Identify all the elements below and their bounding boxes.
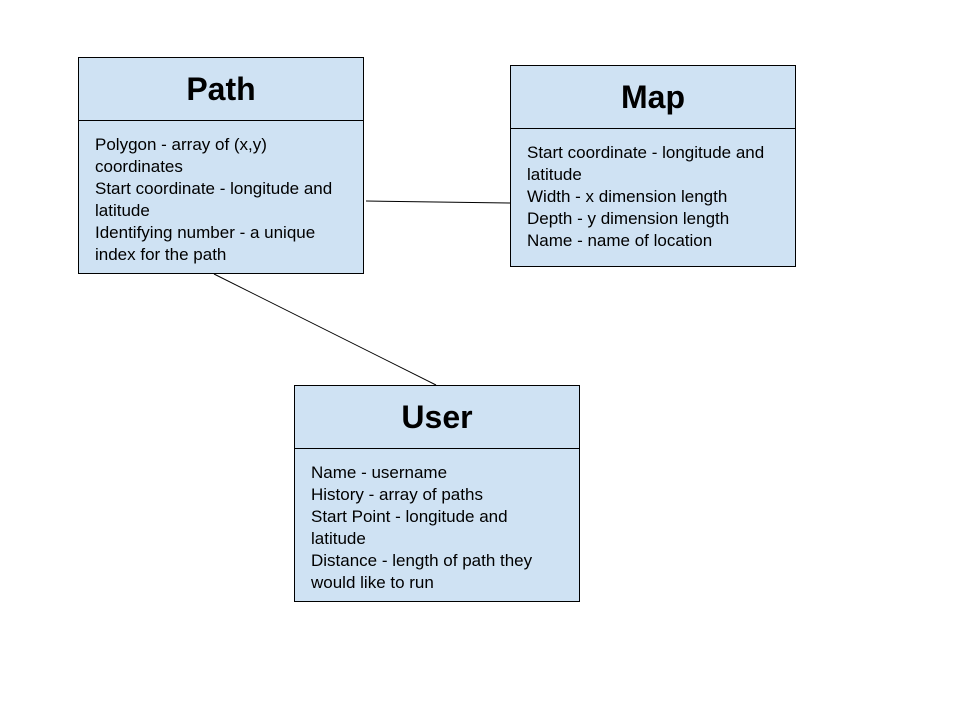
map-attribute: Name - name of location (527, 231, 713, 250)
path-entity-title: Path (79, 58, 363, 121)
user-entity-attributes: Name - username History - array of paths… (295, 449, 579, 594)
map-attribute: Depth - y dimension length (527, 209, 730, 228)
user-attribute: History - array of paths (311, 485, 483, 504)
path-attribute: Identifying number - a unique index for … (95, 223, 316, 264)
path-attribute: Polygon - array of (x,y) coordinates (95, 135, 267, 176)
map-attribute: Width - x dimension length (527, 187, 728, 206)
map-entity-title: Map (511, 66, 795, 129)
path-user-connector (213, 273, 437, 386)
path-attribute: Start coordinate - longitude and latitud… (95, 179, 333, 220)
map-attribute: Start coordinate - longitude and latitud… (527, 143, 765, 184)
path-map-connector (365, 200, 511, 204)
path-entity-box: Path Polygon - array of (x,y) coordinate… (78, 57, 364, 274)
map-entity-attributes: Start coordinate - longitude and latitud… (511, 129, 795, 252)
user-attribute: Distance - length of path they would lik… (311, 551, 533, 592)
user-entity-box: User Name - username History - array of … (294, 385, 580, 602)
map-entity-box: Map Start coordinate - longitude and lat… (510, 65, 796, 267)
user-attribute: Start Point - longitude and latitude (311, 507, 508, 548)
path-entity-attributes: Polygon - array of (x,y) coordinates Sta… (79, 121, 363, 266)
user-attribute: Name - username (311, 463, 448, 482)
user-entity-title: User (295, 386, 579, 449)
